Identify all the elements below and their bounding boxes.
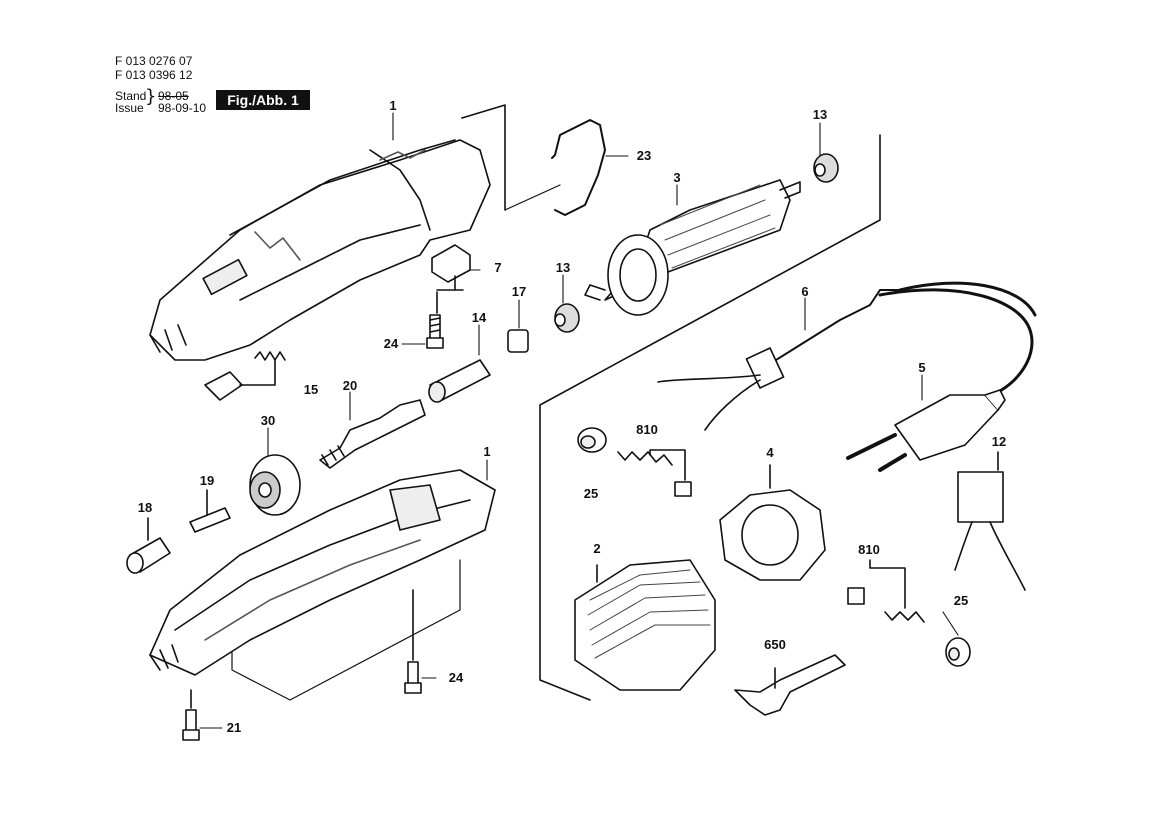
callout-810-right: 810 <box>858 542 880 557</box>
issue-label: Issue <box>115 101 144 115</box>
bearing-13-top <box>813 153 839 183</box>
stand-label: Stand <box>115 89 147 103</box>
callout-18: 18 <box>137 500 153 515</box>
collet-part-19 <box>189 507 231 533</box>
field-coil-part-2 <box>574 559 716 691</box>
frame-lower-housing <box>231 559 461 701</box>
brace-icon: } <box>145 86 157 107</box>
callout-13-mid: 13 <box>555 260 571 275</box>
wrench-part-650 <box>734 654 846 716</box>
callout-25-right: 25 <box>953 593 969 608</box>
coupling-part-17 <box>507 329 529 353</box>
upper-housing-part <box>149 139 491 361</box>
shaft-part-20 <box>319 399 426 469</box>
callout-24-upper: 24 <box>383 336 399 351</box>
callout-19: 19 <box>199 473 215 488</box>
brush-810-left <box>617 449 692 497</box>
brush-holder-25-right <box>945 637 971 667</box>
screw-21 <box>182 689 200 741</box>
callout-14: 14 <box>471 310 487 325</box>
callout-5: 5 <box>918 360 926 375</box>
frame-motor-box <box>539 134 881 701</box>
suppressor-part-12 <box>954 451 1026 591</box>
callout-24-lower: 24 <box>448 670 464 685</box>
lower-housing-part <box>149 469 496 676</box>
callout-1-lower: 1 <box>483 444 491 459</box>
clip-part-7 <box>431 244 471 283</box>
callout-30: 30 <box>260 413 276 428</box>
callout-15: 15 <box>303 382 319 397</box>
frame-housing-top <box>461 104 506 211</box>
callout-650: 650 <box>764 637 786 652</box>
callout-25-left: 25 <box>583 486 599 501</box>
callout-6: 6 <box>801 284 809 299</box>
frame-armature <box>504 184 561 211</box>
cable-part-6 <box>657 281 1037 431</box>
callout-1-upper: 1 <box>389 98 397 113</box>
screw-24-lower <box>404 589 422 694</box>
callout-3: 3 <box>673 170 681 185</box>
screw-24-upper <box>426 291 444 349</box>
callout-2: 2 <box>593 541 601 556</box>
nut-part-18 <box>126 517 171 574</box>
brush-spring-15 <box>204 351 286 401</box>
sleeve-part-14 <box>428 359 491 403</box>
callout-20: 20 <box>342 378 358 393</box>
brush-holder-25-left <box>577 427 607 453</box>
callout-13-top: 13 <box>812 107 828 122</box>
callout-17: 17 <box>511 284 527 299</box>
callout-21: 21 <box>226 720 242 735</box>
brush-810-right <box>847 559 925 623</box>
callout-12: 12 <box>991 434 1007 449</box>
bushing-part-30 <box>249 454 301 516</box>
callout-7: 7 <box>494 260 502 275</box>
armature-part-3 <box>584 179 801 316</box>
callout-810-left: 810 <box>636 422 658 437</box>
stand-date: 98-05 <box>158 89 189 103</box>
ring-part-23 <box>551 119 606 216</box>
issue-date: 98-09-10 <box>158 101 207 115</box>
callout-23: 23 <box>636 148 652 163</box>
callout-4: 4 <box>766 445 774 460</box>
plug-part-5 <box>846 389 1006 472</box>
bearing-13-mid <box>554 303 580 333</box>
doc-number-2: F 013 0396 12 <box>115 68 193 82</box>
figure-label: Fig./Abb. 1 <box>216 90 310 110</box>
brush-holder-part-4 <box>719 464 826 581</box>
doc-number-1: F 013 0276 07 <box>115 54 193 68</box>
